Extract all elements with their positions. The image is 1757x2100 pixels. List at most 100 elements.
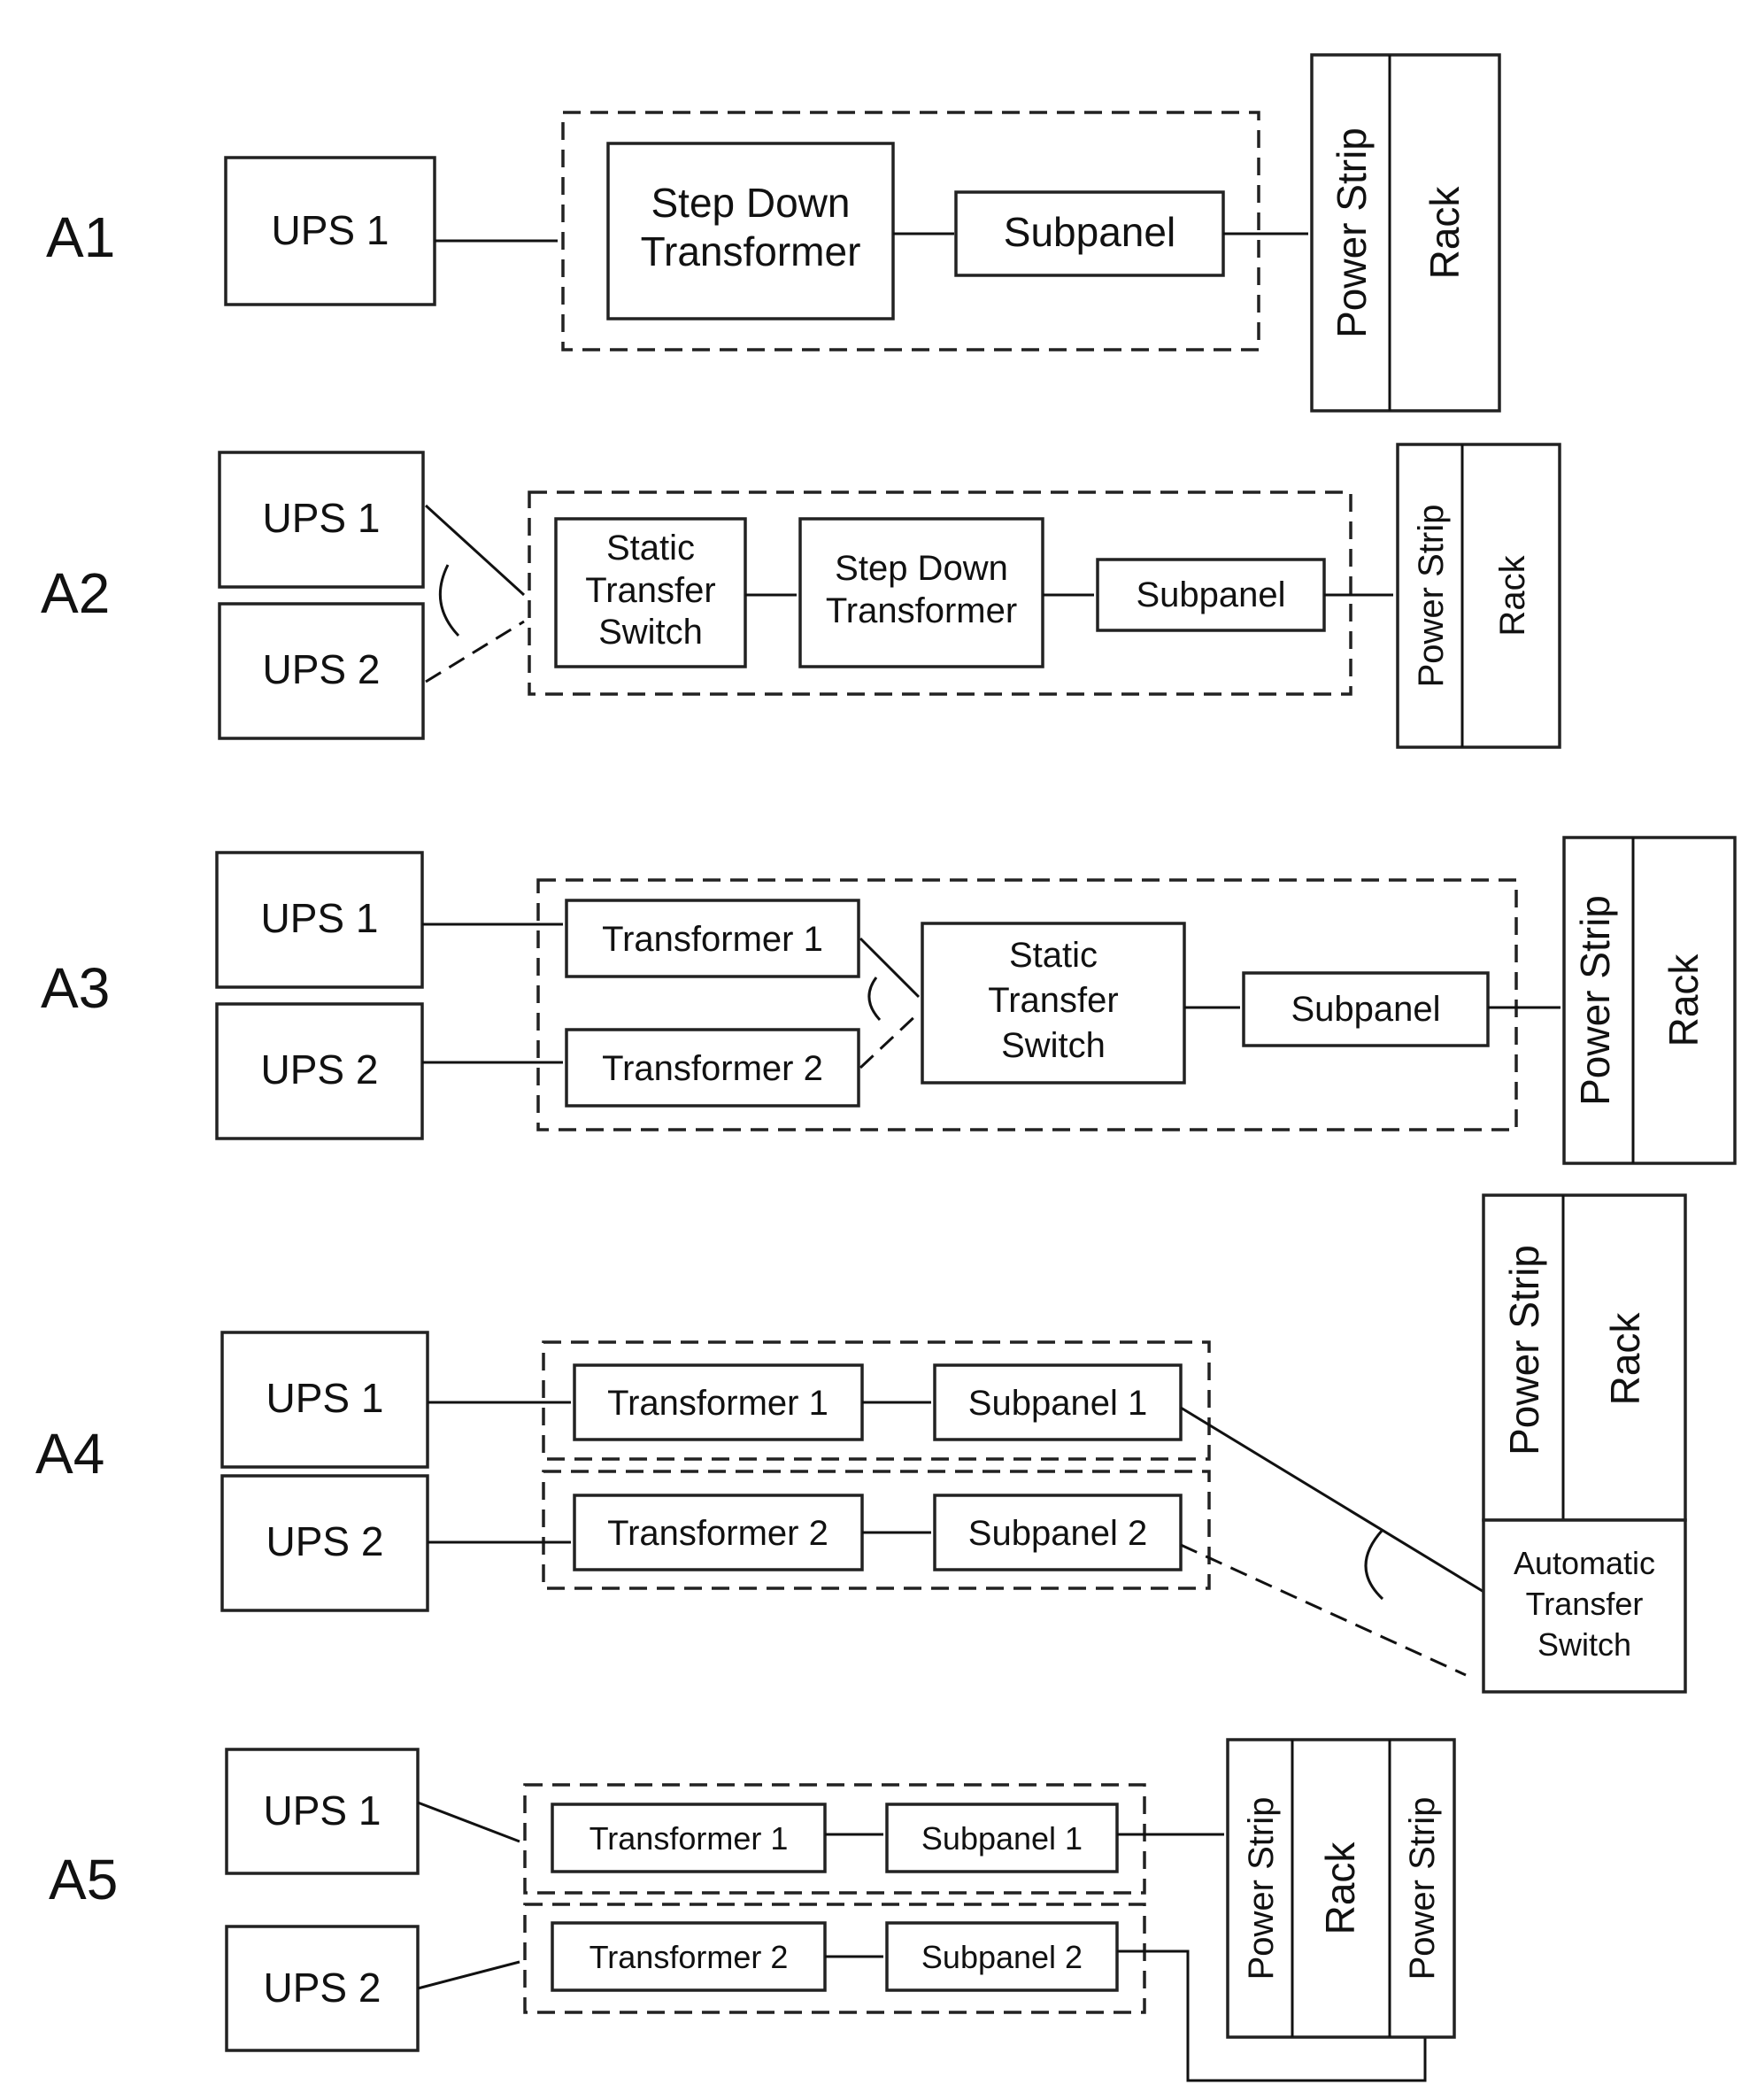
transformer-label-line2: Transformer — [826, 591, 1017, 630]
ups1-box — [224, 156, 436, 306]
sts-label-line3: Switch — [1001, 1026, 1106, 1065]
arrow-ups1-to-transformer1 — [417, 1801, 520, 1843]
ups2-box — [225, 1925, 420, 2052]
ups2-label: UPS 2 — [263, 646, 381, 692]
row-a5: A5 UPS 1 UPS 2 Transformer 1 Transformer… — [49, 1738, 1456, 2082]
switchover-arc-icon — [867, 977, 882, 1022]
ups2-box — [218, 602, 425, 740]
transformer2-label: Transformer 2 — [602, 1049, 823, 1088]
rack-label: Rack — [1422, 186, 1468, 280]
subpanel2-box — [885, 1921, 1119, 1992]
transformer1-box — [573, 1363, 864, 1441]
rack-box — [1562, 836, 1737, 1165]
row-a4: A4 UPS 1 UPS 2 Transformer 1 Transformer… — [35, 1193, 1687, 1694]
transformer-label-line2: Transformer — [641, 228, 861, 274]
arrow-subpanel2-to-ats — [1180, 1543, 1467, 1677]
subpanel2-label: Subpanel 2 — [968, 1514, 1147, 1553]
subpanel1-box — [933, 1363, 1183, 1441]
transformer1-label: Transformer 1 — [602, 920, 823, 959]
row-a1: A1 UPS 1 Step Down Transformer Subpanel … — [46, 53, 1501, 413]
step-down-transformer-box — [798, 517, 1044, 668]
transformer1-box — [565, 899, 860, 978]
group-2 — [542, 1470, 1211, 1590]
ups2-box — [215, 1002, 424, 1140]
power-strip-label: Power Strip — [1501, 1245, 1547, 1455]
switchover-arc-icon — [438, 564, 460, 637]
subpanel-label: Subpanel — [1291, 990, 1440, 1029]
rack-box — [1482, 1193, 1687, 1522]
rack-box — [1396, 443, 1561, 749]
arrow-ups1-to-sts — [424, 504, 526, 597]
subpanel-label: Subpanel — [1136, 575, 1285, 614]
subpanel-box — [1242, 971, 1490, 1047]
transformer1-box — [551, 1803, 827, 1873]
transformer2-label: Transformer 2 — [590, 1939, 789, 1975]
rack-label: Rack — [1317, 1841, 1363, 1935]
ups1-label: UPS 1 — [272, 207, 389, 253]
ats-label-line3: Switch — [1537, 1626, 1631, 1663]
ups2-box — [220, 1474, 429, 1612]
ups2-label: UPS 2 — [264, 1965, 381, 2011]
subpanel2-label: Subpanel 2 — [921, 1939, 1083, 1975]
group-1 — [523, 1783, 1146, 1895]
transformer-label-line1: Step Down — [651, 180, 850, 226]
ups1-label: UPS 1 — [264, 1787, 381, 1834]
arrow-ups2-to-sts — [425, 620, 525, 683]
sts-label-line1: Static — [1009, 936, 1098, 975]
subpanel-label: Subpanel — [1004, 209, 1175, 255]
rack-box — [1310, 53, 1501, 413]
transformer-group — [528, 490, 1352, 696]
ups2-label: UPS 2 — [266, 1518, 384, 1564]
ups2-label: UPS 2 — [261, 1046, 379, 1092]
subpanel1-label: Subpanel 1 — [921, 1820, 1083, 1857]
left-power-strip-label: Power Strip — [1242, 1797, 1281, 1980]
arrow-ups2-to-transformer2 — [417, 1960, 520, 1990]
row-label-a1: A1 — [46, 205, 115, 269]
ups1-label: UPS 1 — [266, 1375, 384, 1421]
transformer2-box — [551, 1921, 827, 1992]
row-a2: A2 UPS 1 UPS 2 Static Transfer Switch St… — [41, 443, 1561, 749]
transformer1-label: Transformer 1 — [607, 1384, 828, 1423]
sts-label-line2: Transfer — [585, 571, 715, 610]
subpanel1-box — [885, 1803, 1119, 1873]
ups1-box — [225, 1748, 420, 1875]
rack-label: Rack — [1661, 953, 1707, 1047]
switchover-arc-icon — [1364, 1528, 1384, 1601]
power-strip-label: Power Strip — [1572, 895, 1618, 1106]
power-strip-label: Power Strip — [1329, 127, 1375, 338]
group-1 — [542, 1340, 1211, 1461]
row-label-a4: A4 — [35, 1422, 104, 1486]
transformer-label-line1: Step Down — [835, 549, 1008, 588]
row-label-a2: A2 — [41, 561, 110, 625]
rack-label: Rack — [1493, 554, 1532, 636]
arrow-transformer2-to-sts — [859, 1011, 921, 1069]
ups1-label: UPS 1 — [261, 895, 379, 941]
sts-label-line3: Switch — [598, 613, 703, 652]
ats-box — [1482, 1518, 1687, 1694]
row-label-a5: A5 — [49, 1848, 118, 1911]
rack-label: Rack — [1602, 1312, 1648, 1406]
arrow-subpanel1-to-ats — [1180, 1406, 1486, 1594]
transformer1-label: Transformer 1 — [590, 1820, 789, 1857]
transformer2-label: Transformer 2 — [607, 1514, 828, 1553]
arrow-subpanel2-to-right-power-strip — [1117, 1949, 1427, 2082]
ups1-label: UPS 1 — [263, 495, 381, 541]
row-a3: A3 UPS 1 UPS 2 Transformer 1 Transformer… — [41, 836, 1737, 1165]
ups1-box — [218, 451, 425, 589]
group-2 — [523, 1903, 1146, 2014]
rack-box — [1226, 1738, 1456, 2039]
sts-label-line2: Transfer — [988, 981, 1118, 1020]
transformer-group — [536, 878, 1518, 1131]
ats-label-line1: Automatic — [1514, 1545, 1655, 1581]
ats-label-line2: Transfer — [1526, 1586, 1644, 1622]
step-down-transformer-box — [606, 142, 895, 320]
sts-label-line1: Static — [606, 529, 695, 567]
sts-box — [554, 517, 747, 668]
ups1-box — [215, 851, 424, 989]
power-strip-label: Power Strip — [1412, 505, 1451, 688]
transformer2-box — [573, 1494, 864, 1571]
subpanel-box — [954, 190, 1225, 277]
subpanel1-label: Subpanel 1 — [968, 1384, 1147, 1423]
right-power-strip-label: Power Strip — [1403, 1797, 1442, 1980]
